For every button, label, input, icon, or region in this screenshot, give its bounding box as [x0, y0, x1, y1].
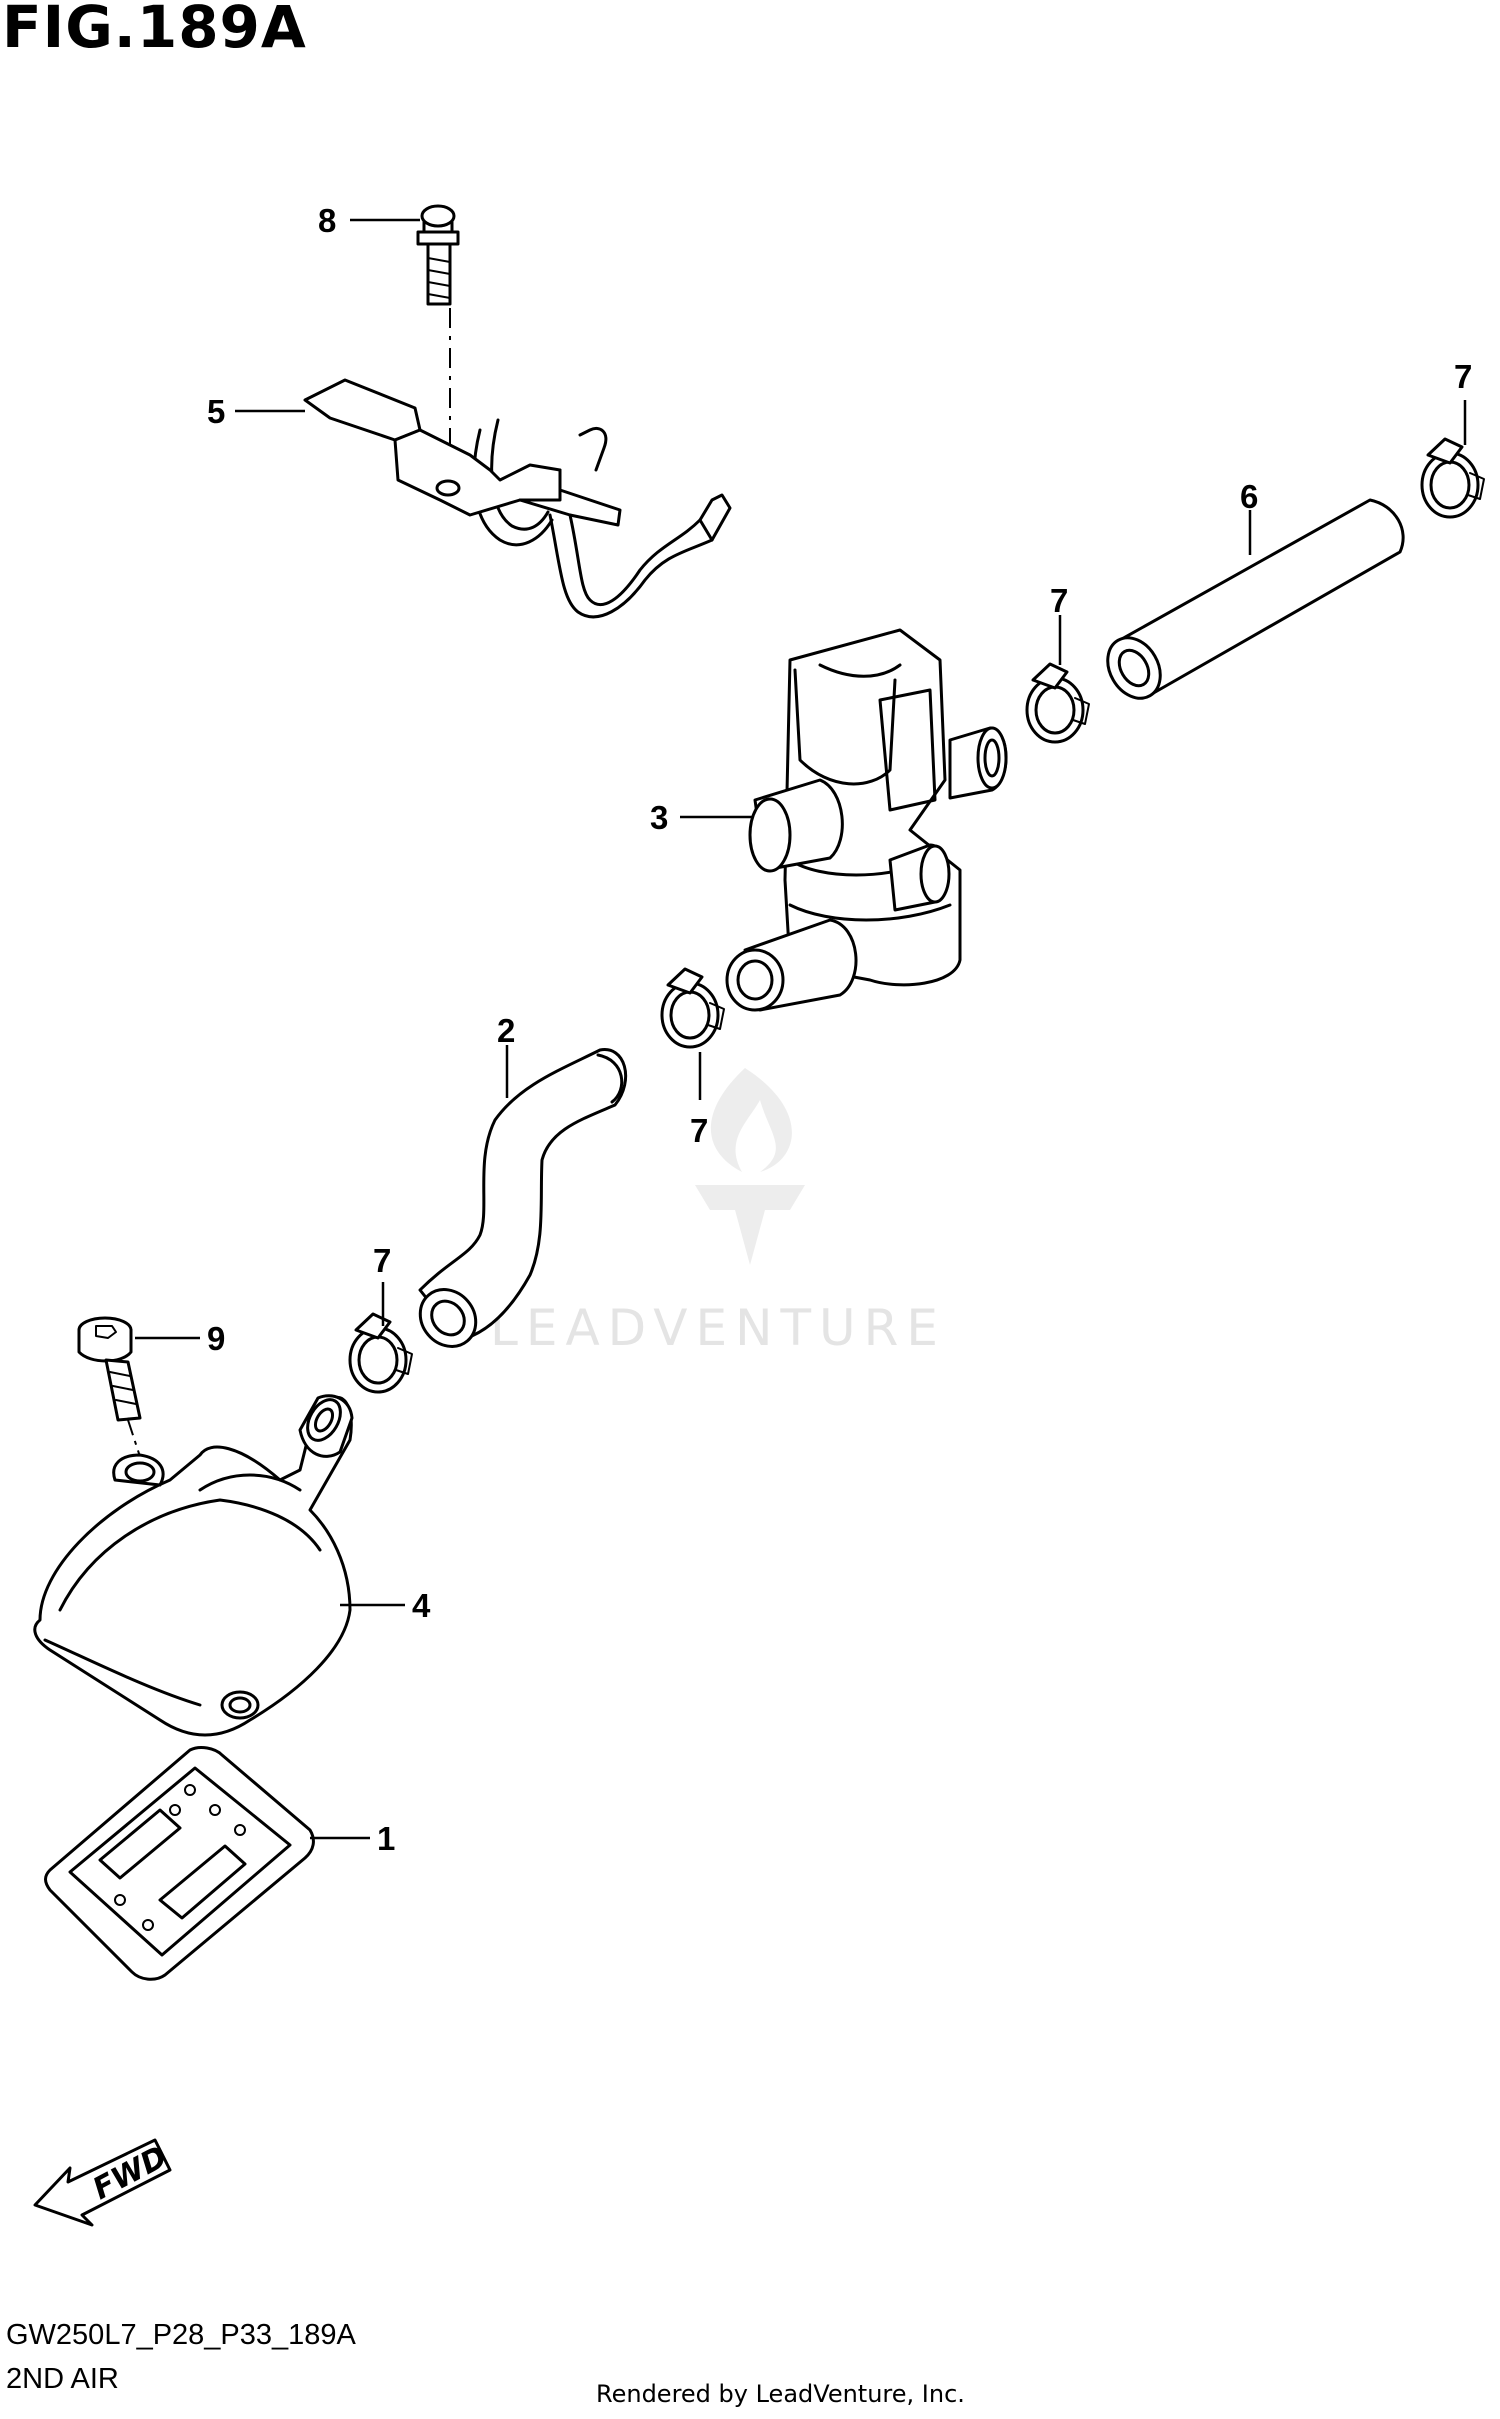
- callout-7b-label: 7: [1050, 582, 1068, 619]
- part-7-clamp-b: [1025, 662, 1090, 744]
- callout-9-label: 9: [207, 1320, 225, 1357]
- callout-8-label: 8: [318, 202, 336, 239]
- part-5-bracket: [303, 378, 732, 619]
- callout-5-label: 5: [207, 393, 225, 430]
- callout-3-label: 3: [650, 799, 668, 836]
- callout-4: 4: [340, 1587, 431, 1624]
- part-6-hose: [1106, 498, 1405, 700]
- part-7-clamp-d: [348, 1312, 413, 1394]
- fwd-label: FWD: [87, 2139, 173, 2207]
- callout-2: 2: [497, 1012, 515, 1098]
- callout-3: 3: [650, 799, 752, 836]
- callout-2-label: 2: [497, 1012, 515, 1049]
- model-code: GW250L7_P28_P33_189A: [6, 2319, 356, 2351]
- callout-1: 1: [310, 1820, 395, 1857]
- figure-title: FIG.189A: [2, 0, 307, 61]
- callout-7d: 7: [373, 1242, 391, 1326]
- callout-7c-label: 7: [690, 1112, 708, 1149]
- watermark-text: LEADVENTURE: [490, 1299, 946, 1357]
- render-credit: Rendered by LeadVenture, Inc.: [596, 2380, 965, 2408]
- section-name: 2ND AIR: [6, 2363, 119, 2395]
- part-3-air-valve: [725, 628, 1008, 1012]
- part-4-cover: [33, 1394, 354, 1737]
- callout-5: 5: [207, 393, 305, 430]
- callout-7a-label: 7: [1454, 358, 1472, 395]
- callout-4-label: 4: [412, 1587, 431, 1624]
- part-1-reed-valve: [44, 1746, 315, 1981]
- callout-7d-label: 7: [373, 1242, 391, 1279]
- callout-7c: 7: [690, 1052, 708, 1149]
- part-2-hose: [418, 1048, 628, 1348]
- callout-8: 8: [318, 202, 420, 239]
- part-8-bolt: [416, 204, 460, 306]
- callout-6: 6: [1240, 478, 1258, 555]
- callout-6-label: 6: [1240, 478, 1258, 515]
- callout-1-label: 1: [377, 1820, 395, 1857]
- bolt-axis-line: [127, 1419, 147, 1476]
- callout-9: 9: [135, 1320, 225, 1357]
- part-7-clamp-c: [660, 967, 725, 1049]
- leadventure-logo-icon: [695, 1068, 805, 1265]
- part-7-clamp-a: [1420, 437, 1485, 519]
- part-9-bolt: [77, 1316, 142, 1422]
- fwd-arrow-icon: FWD: [33, 2138, 173, 2227]
- callout-7a: 7: [1454, 358, 1472, 445]
- callout-7b: 7: [1050, 582, 1068, 665]
